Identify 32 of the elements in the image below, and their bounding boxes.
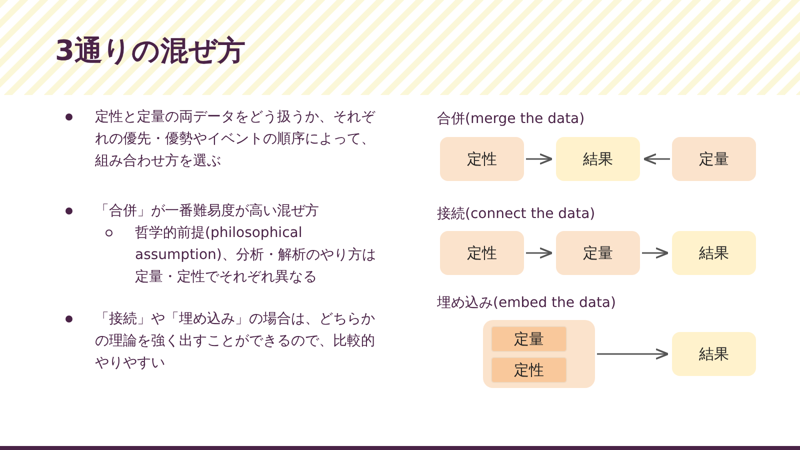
- box-label: 結果: [699, 344, 729, 364]
- process-box: [672, 137, 756, 181]
- bullet-text: 定性と定量の両データをどう扱うか、それぞれの優先・優勢やイベントの順序によって、組み合わせ方を選ぶ: [95, 108, 376, 171]
- process-box: [556, 231, 640, 275]
- arrow: [643, 153, 670, 165]
- bullet-text: 「合併」が一番難易度が高い混ぜ方: [95, 202, 320, 221]
- box-label: 定量: [514, 330, 544, 348]
- bullet-text: 「接続」や「埋め込み」の場合は、どちらかの理論を強く出すことができるので、比較的やりやすい: [95, 310, 376, 373]
- arrow: [526, 247, 553, 259]
- process-box: [491, 326, 567, 352]
- box-label: 結果: [699, 244, 729, 262]
- box-label: 定性: [514, 360, 544, 380]
- section-heading: 合併(merge the data): [437, 110, 586, 129]
- process-box: [672, 332, 756, 376]
- process-box: [556, 137, 640, 181]
- box-label: 定性: [467, 244, 497, 262]
- section-heading: 埋め込み(embed the data): [437, 294, 617, 313]
- slide-title: 3通りの混ぜ方: [55, 33, 246, 69]
- arrow: [642, 247, 669, 259]
- process-box: [491, 357, 567, 383]
- arrow: [597, 348, 669, 360]
- arrow: [526, 153, 553, 165]
- process-box: [672, 231, 756, 275]
- box-label: 定量: [583, 244, 613, 262]
- container-box: [483, 320, 595, 388]
- box-label: 定量: [699, 150, 729, 168]
- sub-bullet-text: 哲学的前提(philosophical assumption)、分析・解析のやり方は定量・定性でそれぞれ異なる: [135, 224, 377, 287]
- process-box: [440, 231, 524, 275]
- process-box: [440, 137, 524, 181]
- box-label: 定性: [467, 150, 497, 168]
- box-label: 結果: [583, 150, 613, 168]
- section-heading: 接続(connect the data): [437, 205, 596, 224]
